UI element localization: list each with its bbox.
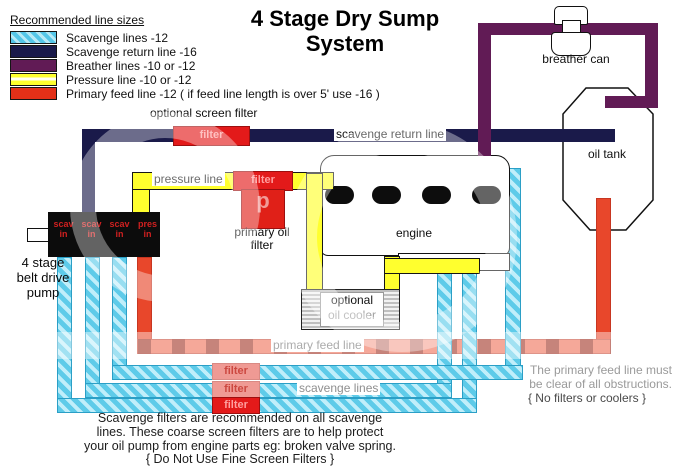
pump-label-line2: belt drive bbox=[16, 270, 70, 285]
scavenge-lines-label: scavenge lines bbox=[297, 381, 381, 395]
primary-feed-line-pump-vertical bbox=[137, 257, 152, 354]
pump-label-line3: pump bbox=[26, 285, 60, 300]
primary-feed-note-line3: { No filters or coolers } bbox=[527, 390, 646, 405]
pump-port-1-line1: scav bbox=[53, 219, 74, 229]
scavenge-return-line-vertical bbox=[82, 130, 95, 213]
pump-label-line1: 4 stage bbox=[21, 255, 65, 270]
scavenge-filter-box-1: filter bbox=[212, 363, 260, 380]
legend-row-pressure: Pressure line -10 or -12 bbox=[10, 72, 192, 87]
primary-feed-note: The primary feed line must be clear of a… bbox=[460, 363, 672, 405]
page-title: 4 Stage Dry Sump System bbox=[250, 6, 440, 56]
breather-can-label: breather can bbox=[542, 52, 610, 66]
pump-label: 4 stage belt drive pump bbox=[0, 255, 86, 300]
pump-port-4-line2: in bbox=[143, 229, 152, 239]
primary-feed-note-line2: be clear of all obstructions. bbox=[529, 376, 672, 391]
scavenge-line-horizontal-mid bbox=[85, 383, 452, 398]
primary-oil-filter-body: p bbox=[241, 189, 285, 229]
engine-block bbox=[320, 155, 510, 256]
engine-port-4 bbox=[472, 186, 501, 204]
pump-port-1-line2: in bbox=[59, 229, 68, 239]
scavenge-line-swatch bbox=[10, 31, 57, 44]
oil-tank-label: oil tank bbox=[587, 147, 627, 161]
primary-feed-note-line1: The primary feed line must bbox=[529, 363, 672, 377]
scavenge-return-line-label: scavenge return line bbox=[334, 127, 447, 141]
scavenge-filter-box-2: filter bbox=[212, 381, 260, 398]
scavenge-note-line4: { Do Not Use Fine Screen Filters } bbox=[145, 452, 335, 467]
scavenge-line-horizontal-bottom bbox=[57, 398, 477, 413]
legend-row-scavenge-return: Scavenge return line -16 bbox=[10, 44, 197, 59]
breather-line-left-vertical bbox=[478, 23, 491, 156]
scavenge-line-pump-2 bbox=[85, 257, 100, 398]
legend-label-scavenge: Scavenge lines -12 bbox=[66, 30, 169, 45]
scavenge-filter-box-3: filter bbox=[212, 397, 260, 414]
legend-row-breather: Breather lines -10 or -12 bbox=[10, 58, 196, 73]
pump-port-3-line2: in bbox=[115, 229, 124, 239]
pump-port-4-line1: pres bbox=[137, 219, 157, 229]
watermark-p: p bbox=[256, 188, 270, 213]
legend-row-primary-feed: Primary feed line -12 ( if feed line len… bbox=[10, 86, 380, 101]
legend-label-scavenge-return: Scavenge return line -16 bbox=[66, 44, 197, 59]
legend-label-primary-feed: Primary feed line -12 ( if feed line len… bbox=[66, 86, 380, 101]
scavenge-note-line3: your oil pump from engine parts eg: brok… bbox=[84, 438, 396, 453]
primary-feed-line-horizontal bbox=[137, 339, 611, 354]
scavenge-note-line2: lines. These coarse screen filters are t… bbox=[96, 424, 384, 439]
legend-label-breather: Breather lines -10 or -12 bbox=[66, 58, 196, 73]
pressure-line-swatch bbox=[10, 73, 57, 86]
primary-feed-line-label: primary feed line bbox=[271, 338, 364, 352]
oil-cooler-label: optional oil cooler bbox=[320, 292, 384, 327]
pressure-line-sump-horizontal bbox=[384, 258, 480, 274]
primary-oil-filter-label: primary oil filter bbox=[222, 226, 302, 252]
breather-line-right-vertical bbox=[645, 23, 658, 108]
primary-oil-filter-label-line2: filter bbox=[250, 238, 274, 252]
scavenge-return-swatch bbox=[10, 45, 57, 58]
engine-label: engine bbox=[395, 226, 433, 240]
scavenge-line-pump-3 bbox=[112, 257, 127, 380]
oil-cooler-label-line2: oil cooler bbox=[327, 308, 377, 322]
engine-port-2 bbox=[372, 186, 401, 204]
pump-port-3-line1: scav bbox=[109, 219, 130, 229]
legend-row-scavenge: Scavenge lines -12 bbox=[10, 30, 169, 45]
scavenge-note-line1: Scavenge filters are recommended on all … bbox=[97, 411, 383, 425]
pump-body bbox=[48, 212, 160, 257]
scavenge-filters-note: Scavenge filters are recommended on all … bbox=[70, 411, 410, 467]
pump-port-1-label: scav in bbox=[50, 219, 77, 239]
oil-cooler-label-line1: optional bbox=[330, 293, 374, 307]
engine-port-3 bbox=[422, 186, 451, 204]
engine-port-1 bbox=[325, 186, 354, 204]
pressure-line-engine-left-vertical bbox=[306, 173, 323, 294]
breather-line-swatch bbox=[10, 59, 57, 72]
pump-port-4-label: pres in bbox=[134, 219, 161, 239]
pump-port-2-line2: in bbox=[87, 229, 96, 239]
primary-feed-swatch bbox=[10, 87, 57, 100]
breather-line-tank-horizontal bbox=[605, 96, 658, 108]
primary-oil-filter-label-line1: primary oil bbox=[234, 225, 290, 239]
breather-can-body bbox=[551, 32, 591, 56]
pump-port-2-line1: scav bbox=[81, 219, 102, 229]
legend-label-pressure: Pressure line -10 or -12 bbox=[66, 72, 192, 87]
pressure-line-label: pressure line bbox=[152, 172, 225, 186]
optional-screen-filter-label: optional screen filter bbox=[150, 106, 258, 120]
primary-feed-line-tank-vertical bbox=[596, 198, 611, 354]
pump-port-3-label: scav in bbox=[106, 219, 133, 239]
legend-title: Recommended line sizes bbox=[10, 13, 145, 27]
pump-port-2-label: scav in bbox=[78, 219, 105, 239]
screen-filter-box: filter bbox=[173, 126, 250, 146]
